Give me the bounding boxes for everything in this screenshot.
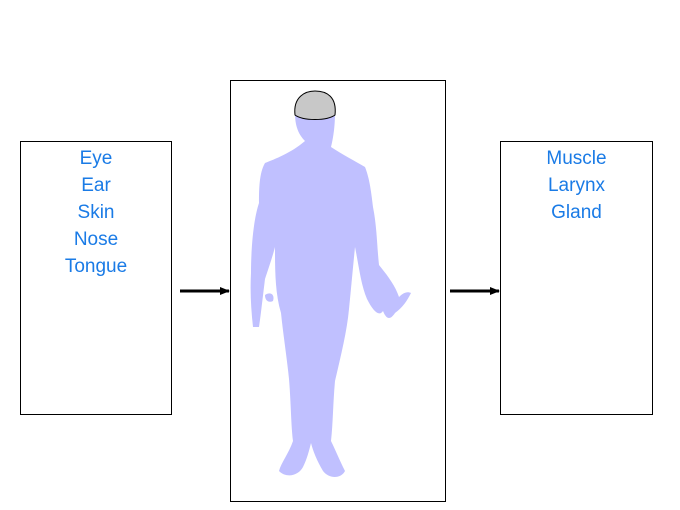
brain-icon — [294, 90, 336, 120]
sense-organ-eye: Eye — [79, 148, 113, 169]
effector-gland: Gland — [551, 202, 602, 223]
sense-organ-ear: Ear — [81, 175, 111, 196]
sense-organ-skin: Skin — [77, 202, 115, 223]
effector-muscle: Muscle — [546, 148, 607, 169]
human-body-figure — [250, 90, 411, 477]
effector-larynx: Larynx — [547, 175, 606, 196]
sense-organ-tongue: Tongue — [64, 256, 128, 277]
nervous-system-box — [230, 80, 446, 502]
human-body-silhouette — [250, 113, 411, 477]
sense-organ-nose: Nose — [73, 229, 119, 250]
